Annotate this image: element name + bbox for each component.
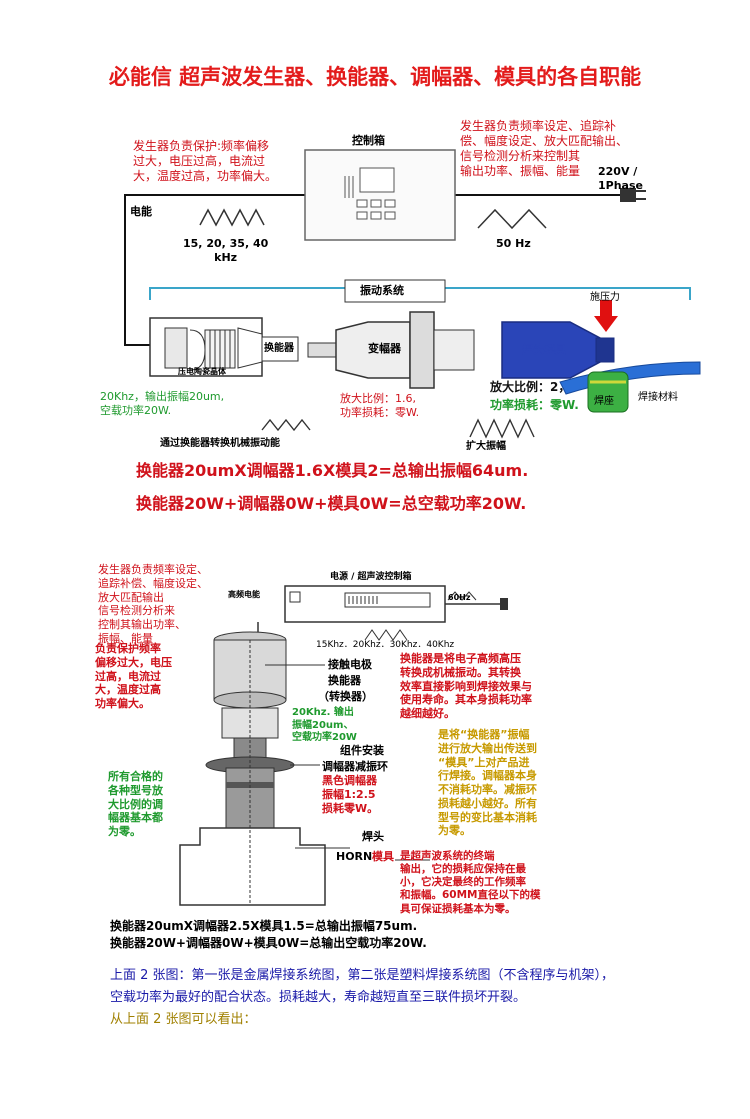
footer-line-3: 从上面 2 张图可以看出： [110,1012,257,1027]
horn-en-label: HORN [336,850,373,863]
frequency-list-label-2: 15Khz．20Khz．30Khz．40Khz [316,640,455,650]
amplitude-formula-2: 换能器20umX调幅器2.5X模具1.5=总输出振幅75um. [110,919,418,933]
transducer-label-2: 换能器 [328,674,361,687]
contact-electrode-label: 接触电极 [328,658,372,671]
horn-ratio-note: 放大比例：2， [490,380,571,394]
generator-protection-note: 发生器负责保护:频率偏移 过大，电压过高，电流过 大，温度过高，功率偏大。 [133,139,278,183]
horn-illustration [501,300,701,413]
power-input-label: 220V / 1Phase [598,165,643,192]
horn-description: 是超声波系统的终端 输出，它的损耗应保持在最 小，它决定最终的工作频率 和振幅。… [400,850,541,915]
horn-description-head: 模具 [372,850,394,863]
horn-label-2: 焊头 [362,830,384,843]
power-formula: 换能器20W+调幅器0W+模具0W=总空载功率20W. [136,494,527,513]
amplitude-formula: 换能器20umX调幅器1.6X模具2=总输出振幅64um. [136,461,529,480]
control-box [304,149,456,241]
booster-label: 变幅器 [368,342,401,355]
assembly-label: 组件安装 [340,744,384,757]
frequency-list-label: 15, 20, 35, 40 kHz [183,237,269,264]
line-frequency-label: 50 Hz [496,237,531,250]
booster-note-2: 黑色调幅器 振幅1:2.5 损耗零W。 [322,774,379,815]
control-box-label: 控制箱 [352,134,385,147]
footer-line-2: 空载功率为最好的配合状态。损耗越大，寿命越短直至三联件损坏开裂。 [110,990,527,1005]
power-formula-2: 换能器20W+调幅器0W+模具0W=总输出空载功率20W. [110,936,427,950]
hf-wave [199,208,265,227]
all-boosters-note: 所有合格的 各种型号放 大比例的调 幅器基本都 为零。 [108,770,163,838]
converter-label: （转换器） [318,690,373,703]
electric-energy-label: 电能 [130,205,152,218]
amplify-label: 扩大振幅 [466,441,506,452]
plug-icon [620,188,646,202]
booster-note: 放大比例：1.6, 功率损耗：零W. [340,392,420,419]
transducer-note: 20Khz，输出振幅20um, 空载功率20W. [100,390,225,417]
metal-welding-diagram [124,149,701,439]
material-label: 焊接材料 [638,392,678,403]
line-freq-wave [477,208,547,230]
transducer-illustration [149,317,299,377]
generator-protection-note-2: 负责保护频率 偏移过大，电压 过高，电流过 大，温度过高 功率偏大。 [95,642,172,710]
horn-label: 焊头模具 [522,343,566,356]
transducer-label: 换能器 [264,343,294,354]
booster-illustration [307,311,475,389]
line-frequency-label-2: 60Hz [448,593,471,602]
generator-duties-note: 发生器负责频率设定、追踪补 偿、幅度设定、放大匹配输出、 信号检测分析来控制其 … [460,119,629,178]
generator-duties-note-2: 发生器负责频率设定、 追踪补偿、幅度设定、 放大匹配输出 信号检测分析来 控制其… [98,563,208,645]
page-title: 必能信 超声波发生器、换能器、调幅器、模具的各自职能 [108,65,642,89]
transducer-note-2: 20Khz. 输出 振幅20um、 空载功率20W [292,707,357,743]
hf-power-label: 高频电能 [228,590,260,599]
piezo-label: 压电陶瓷晶体 [178,367,226,376]
convert-note: 通过换能器转换机械振动能 [160,438,280,449]
footer-line-1: 上面 2 张图：第一张是金属焊接系统图，第二张是塑料焊接系统图（不含程序与机架）… [110,968,615,983]
anvil-label: 焊座 [594,396,614,407]
booster-description: 是将“换能器”振幅 进行放大输出传送到 “模具”上对产品进 行焊接。调幅器本身 … [438,728,537,838]
horn-loss-note: 功率损耗：零W. [490,398,579,412]
press-force-label: 施压力 [590,292,620,303]
vibration-system-label: 振动系统 [360,284,404,297]
power-box-label: 电源 / 超声波控制箱 [330,572,412,582]
transducer-description: 换能器是将电子高频高压 转换成机械振动。其转换 效率直接影响到焊接效果与 使用寿… [400,652,532,720]
damping-ring-label: 调幅器减振环 [322,760,388,773]
